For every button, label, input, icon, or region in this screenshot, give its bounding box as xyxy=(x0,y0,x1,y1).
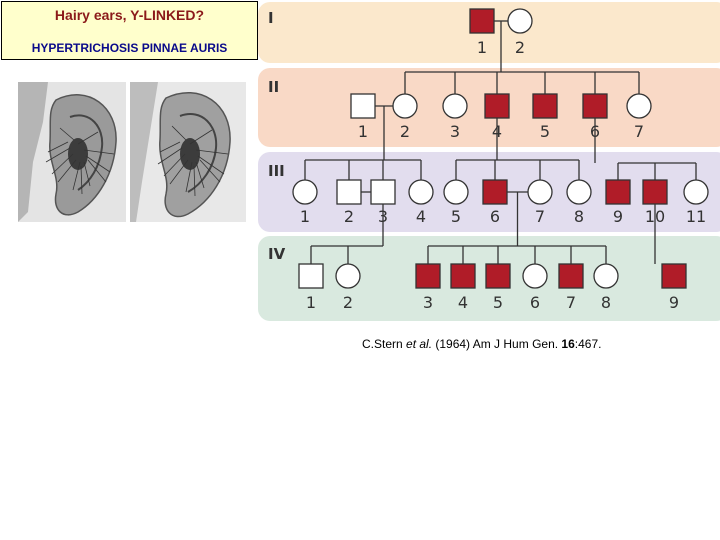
individual-IV-3-square xyxy=(415,263,441,289)
individual-III-3-square xyxy=(370,179,396,205)
individual-IV-8-circle xyxy=(593,263,619,289)
individual-number: 2 xyxy=(344,207,354,226)
individual-number: 8 xyxy=(601,293,611,312)
individual-number: 1 xyxy=(358,122,368,141)
individual-number: 9 xyxy=(669,293,679,312)
individual-number: 2 xyxy=(343,293,353,312)
individual-number: 5 xyxy=(540,122,550,141)
generation-label-II: II xyxy=(268,78,279,96)
individual-II-3-circle xyxy=(442,93,468,119)
ear-photo-right xyxy=(130,82,246,222)
citation: C.Stern et al. (1964) Am J Hum Gen. 16:4… xyxy=(362,337,601,351)
individual-number: 11 xyxy=(686,207,706,226)
individual-II-4-square xyxy=(484,93,510,119)
individual-II-6-square xyxy=(582,93,608,119)
individual-number: 2 xyxy=(515,38,525,57)
individual-III-6-square xyxy=(482,179,508,205)
individual-IV-2-circle xyxy=(335,263,361,289)
individual-number: 3 xyxy=(378,207,388,226)
generation-label-IV: IV xyxy=(268,245,286,263)
generation-label-I: I xyxy=(268,9,274,27)
individual-number: 2 xyxy=(400,122,410,141)
individual-number: 6 xyxy=(590,122,600,141)
individual-II-5-square xyxy=(532,93,558,119)
individual-III-10-square xyxy=(642,179,668,205)
individual-number: 3 xyxy=(423,293,433,312)
individual-III-9-square xyxy=(605,179,631,205)
individual-number: 4 xyxy=(416,207,426,226)
individual-number: 5 xyxy=(493,293,503,312)
individual-number: 8 xyxy=(574,207,584,226)
individual-IV-9-square xyxy=(661,263,687,289)
citation-etal: et al. xyxy=(406,337,433,351)
individual-number: 6 xyxy=(530,293,540,312)
individual-III-8-circle xyxy=(566,179,592,205)
individual-IV-6-circle xyxy=(522,263,548,289)
ear-photo-left xyxy=(18,82,126,222)
individual-II-7-circle xyxy=(626,93,652,119)
individual-I-2-circle xyxy=(507,8,533,34)
individual-number: 1 xyxy=(306,293,316,312)
individual-number: 4 xyxy=(458,293,468,312)
hairy-ear-photos xyxy=(18,82,246,222)
individual-III-11-circle xyxy=(683,179,709,205)
individual-III-5-circle xyxy=(443,179,469,205)
individual-number: 3 xyxy=(450,122,460,141)
individual-IV-5-square xyxy=(485,263,511,289)
generation-label-III: III xyxy=(268,162,285,180)
citation-journal: (1964) Am J Hum Gen. xyxy=(432,337,562,351)
slide-subtitle: HYPERTRICHOSIS PINNAE AURIS xyxy=(31,41,228,55)
individual-number: 9 xyxy=(613,207,623,226)
individual-number: 1 xyxy=(477,38,487,57)
individual-number: 7 xyxy=(634,122,644,141)
individual-III-1-circle xyxy=(292,179,318,205)
title-box: Hairy ears, Y-LINKED? HYPERTRICHOSIS PIN… xyxy=(1,1,258,60)
individual-number: 5 xyxy=(451,207,461,226)
individual-II-1-square xyxy=(350,93,376,119)
individual-III-2-square xyxy=(336,179,362,205)
individual-number: 6 xyxy=(490,207,500,226)
individual-number: 4 xyxy=(492,122,502,141)
individual-IV-7-square xyxy=(558,263,584,289)
individual-III-7-circle xyxy=(527,179,553,205)
individual-III-4-circle xyxy=(408,179,434,205)
individual-number: 7 xyxy=(566,293,576,312)
slide-title: Hairy ears, Y-LINKED? xyxy=(54,7,205,23)
individual-I-1-square xyxy=(469,8,495,34)
individual-IV-4-square xyxy=(450,263,476,289)
citation-volume: 16 xyxy=(561,337,575,351)
individual-number: 10 xyxy=(645,207,665,226)
individual-number: 7 xyxy=(535,207,545,226)
individual-II-2-circle xyxy=(392,93,418,119)
individual-IV-1-square xyxy=(298,263,324,289)
citation-pages: :467. xyxy=(574,337,602,351)
citation-authors: C.Stern xyxy=(362,337,407,351)
individual-number: 1 xyxy=(300,207,310,226)
